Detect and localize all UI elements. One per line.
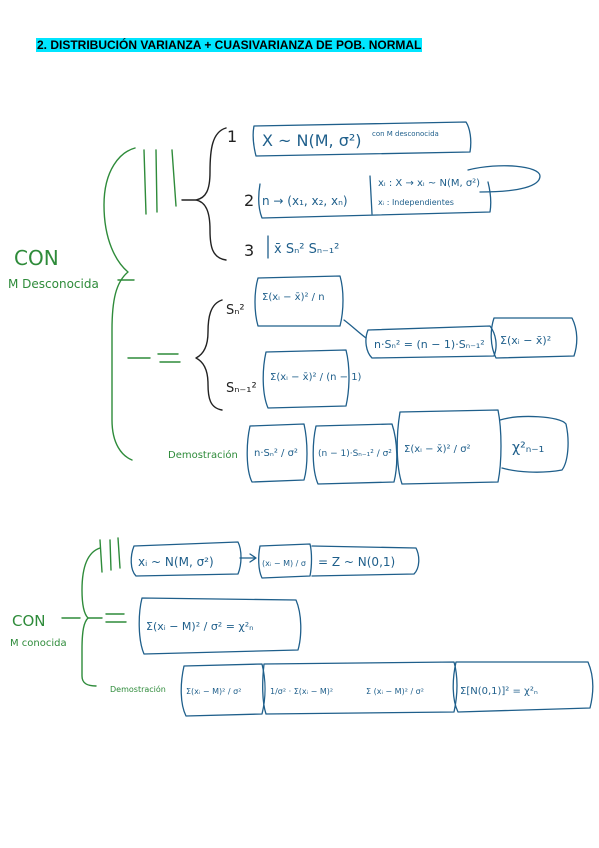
demo-label: Demostración <box>168 449 238 461</box>
demo2-2: 1/σ² · Σ(xᵢ − M)² <box>270 687 333 696</box>
demo-2: (n − 1)·Sₙ₋₁² / σ² <box>318 449 392 459</box>
demo-box-result <box>499 415 569 473</box>
demo2-label: Demostración <box>110 684 166 694</box>
relation-formula: n·Sₙ² = (n − 1)·Sₙ₋₁² <box>374 338 485 351</box>
step-2-note-1: xᵢ : X → xᵢ ~ N(M, σ²) <box>378 178 480 189</box>
root-label-unknown-mean: M Desconocida <box>8 277 99 291</box>
line1-b: (xᵢ − M) / σ <box>262 559 306 568</box>
root2-label-con: CON <box>12 612 46 630</box>
sn-1-label: Sₙ₋₁² <box>226 381 257 396</box>
line2-box <box>138 597 302 655</box>
line1-box-a <box>130 541 242 577</box>
demo2-4: Σ[N(0,1)]² = χ²ₙ <box>460 686 538 697</box>
relation-connector <box>343 319 367 339</box>
demo-box-1 <box>246 423 308 483</box>
demo2-1: Σ(xᵢ − M)² / σ² <box>186 687 241 696</box>
sn2-label: Sₙ² <box>226 303 245 318</box>
section-2-known-mean: CON M conocida xᵢ ~ N(M, σ²) (xᵢ − M) / … <box>10 537 594 717</box>
demo2-3: Σ (xᵢ − M)² / σ² <box>366 687 424 696</box>
step-2-box-right <box>467 165 541 193</box>
equals-marks-2 <box>105 613 127 623</box>
step-1-box <box>252 121 472 157</box>
line2-formula: Σ(xᵢ − M)² / σ² = χ²ₙ <box>146 620 254 633</box>
demo2-box-3 <box>452 661 594 713</box>
demo-box-3 <box>396 409 502 485</box>
parallel-marks-2 <box>99 537 121 573</box>
demo2-box-1 <box>180 663 266 717</box>
relation-box <box>365 325 497 359</box>
line1-a: xᵢ ~ N(M, σ²) <box>138 555 214 569</box>
step-2-divider <box>369 175 373 215</box>
line1-box-b <box>258 543 313 579</box>
section-1-unknown-mean: CON M Desconocida 1 X ~ N(M, σ²) con M d… <box>8 121 578 485</box>
sn-1-box <box>262 349 350 409</box>
demo-result: χ²ₙ₋₁ <box>512 440 544 456</box>
step-2-box <box>258 181 492 219</box>
demo-1: n·Sₙ² / σ² <box>254 448 298 459</box>
step-2-formula: n → (x₁, x₂, xₙ) <box>262 194 348 208</box>
parallel-marks <box>143 149 177 215</box>
step-1-note: con M desconocida <box>372 130 439 138</box>
step-3-formula: x̄ Sₙ² Sₙ₋₁² <box>274 242 339 257</box>
steps-brace <box>195 127 227 261</box>
root-label-con: CON <box>14 246 59 270</box>
root2-label-known-mean: M conocida <box>10 638 67 649</box>
main-bracket <box>103 147 136 461</box>
sn-1-formula: Σ(xᵢ − x̄)² / (n − 1) <box>270 372 362 383</box>
variances-brace <box>195 299 223 411</box>
demo2-box-2 <box>262 661 458 715</box>
sn2-box <box>254 275 344 327</box>
step-1-formula: X ~ N(M, σ²) <box>262 131 362 150</box>
document-title: 2. DISTRIBUCIÓN VARIANZA + CUASIVARIANZA… <box>36 38 423 52</box>
demo-box-2 <box>312 423 398 485</box>
relation-sum: Σ(xᵢ − x̄)² <box>500 334 551 347</box>
line1-box-c <box>311 545 420 577</box>
step-3-number: 3 <box>244 241 254 260</box>
step-2-note-2: xᵢ : Independientes <box>378 198 454 207</box>
demo-3: Σ(xᵢ − x̄)² / σ² <box>404 444 471 455</box>
main-bracket-2 <box>81 547 101 687</box>
equals-marks <box>157 353 181 363</box>
line1-c: = Z ~ N(0,1) <box>318 555 395 569</box>
step-2-number: 2 <box>244 191 254 210</box>
line1-arrow <box>239 553 257 563</box>
sn2-formula: Σ(xᵢ − x̄)² / n <box>262 292 325 303</box>
relation-sum-box <box>490 317 578 359</box>
step-1-number: 1 <box>227 127 237 146</box>
